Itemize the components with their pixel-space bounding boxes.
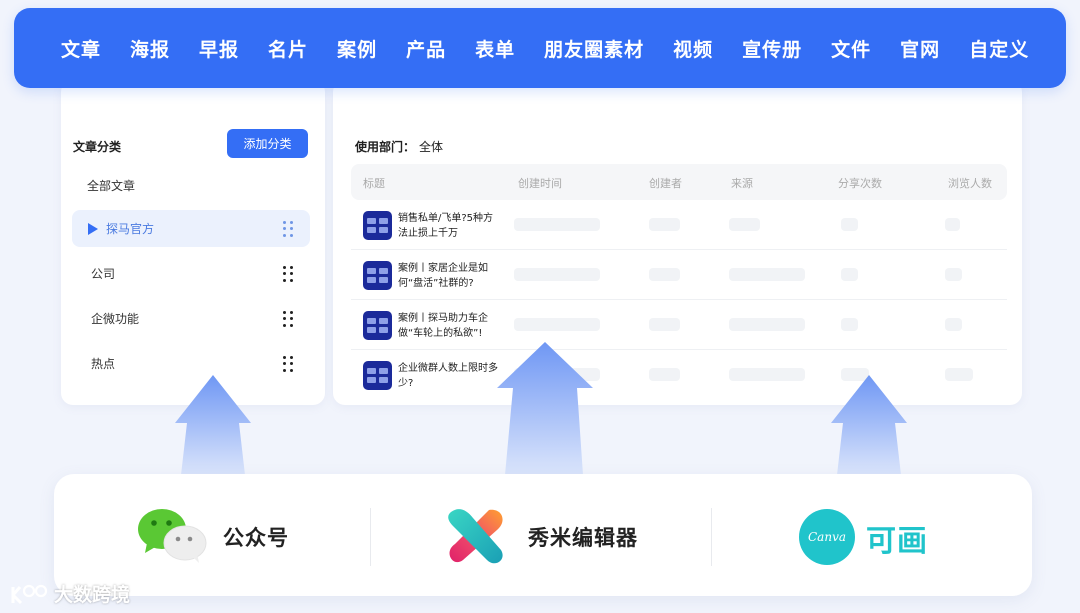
placeholder-viewers xyxy=(945,368,973,381)
nav-tab-product[interactable]: 产品 xyxy=(406,38,447,61)
placeholder-share-count xyxy=(841,268,858,281)
xiumi-logo-icon xyxy=(448,509,503,564)
drag-handle-icon[interactable] xyxy=(283,266,293,282)
column-source: 来源 xyxy=(731,177,753,190)
category-item-company[interactable]: 公司 xyxy=(72,255,310,292)
divider xyxy=(370,508,371,566)
column-viewers: 浏览人数 xyxy=(948,177,992,190)
arrow-up-icon xyxy=(831,375,907,475)
category-all-articles[interactable]: 全部文章 xyxy=(87,179,136,193)
placeholder-share-count xyxy=(841,318,858,331)
canva-label[interactable]: 可画 xyxy=(866,524,928,559)
category-label: 公司 xyxy=(91,267,116,281)
drag-handle-icon[interactable] xyxy=(283,221,293,237)
placeholder-viewers xyxy=(945,218,960,231)
placeholder-created-time xyxy=(514,268,600,281)
nav-tab-morning-report[interactable]: 早报 xyxy=(199,38,240,61)
placeholder-source xyxy=(729,318,805,331)
table-row[interactable]: 销售私单/飞单?5种方法止损上千万 xyxy=(351,200,1007,250)
department-filter: 使用部门：全体 xyxy=(355,138,443,155)
article-panel: 使用部门：全体 标题 创建时间 创建者 来源 分享次数 浏览人数 销售私单/飞单… xyxy=(333,80,1022,405)
placeholder-source xyxy=(729,268,805,281)
xiumi-editor-label[interactable]: 秀米编辑器 xyxy=(528,526,638,550)
department-label: 使用部门： xyxy=(355,140,416,154)
wechat-icon xyxy=(138,509,207,563)
column-share-count: 分享次数 xyxy=(838,177,882,190)
add-category-button[interactable]: 添加分类 xyxy=(227,129,308,158)
qa-cover-icon xyxy=(363,361,392,390)
category-label: 企微功能 xyxy=(91,312,140,326)
column-created-time: 创建时间 xyxy=(518,177,562,190)
placeholder-source xyxy=(729,218,760,231)
nav-tab-file[interactable]: 文件 xyxy=(831,38,872,61)
drag-handle-icon[interactable] xyxy=(283,311,293,327)
sales-cover-icon xyxy=(363,211,392,240)
nav-tab-brochure[interactable]: 宣传册 xyxy=(742,38,803,61)
placeholder-creator xyxy=(649,368,680,381)
row-title[interactable]: 案例丨家居企业是如何“盘活”社群的? xyxy=(398,263,488,289)
placeholder-share-count xyxy=(841,368,869,381)
category-label: 热点 xyxy=(91,357,116,371)
watermark: 大数跨境 xyxy=(10,580,130,607)
placeholder-viewers xyxy=(945,268,962,281)
drag-handle-icon[interactable] xyxy=(283,356,293,372)
canva-badge-text: Canva xyxy=(808,530,846,544)
column-creator: 创建者 xyxy=(649,177,682,190)
auto-case-cover-icon xyxy=(363,311,392,340)
category-panel: 文章分类 添加分类 全部文章 探马官方 公司 企微功能 热点 xyxy=(61,80,325,405)
divider xyxy=(711,508,712,566)
row-title[interactable]: 案例丨探马助力车企做“车轮上的私欲”! xyxy=(398,313,488,339)
category-item-tanma-official[interactable]: 探马官方 xyxy=(72,210,310,247)
arrow-up-icon xyxy=(497,342,593,475)
source-integrations: 公众号 秀米编辑器 Canva 可画 xyxy=(54,474,1032,596)
nav-tab-form[interactable]: 表单 xyxy=(475,38,516,61)
watermark-text: 大数跨境 xyxy=(54,584,131,606)
category-header: 文章分类 xyxy=(73,140,122,154)
nav-tab-moments-material[interactable]: 朋友圈素材 xyxy=(544,38,645,61)
placeholder-creator xyxy=(649,218,680,231)
canva-logo-icon: Canva xyxy=(799,509,855,565)
table-row[interactable]: 案例丨探马助力车企做“车轮上的私欲”! xyxy=(351,300,1007,350)
table-header: 标题 创建时间 创建者 来源 分享次数 浏览人数 xyxy=(351,164,1007,200)
department-value[interactable]: 全体 xyxy=(419,140,444,154)
nav-tab-business-card[interactable]: 名片 xyxy=(268,38,309,61)
caret-right-icon xyxy=(88,222,98,235)
placeholder-creator xyxy=(649,268,680,281)
category-label: 探马官方 xyxy=(106,222,155,236)
column-title: 标题 xyxy=(363,177,385,190)
arrow-up-icon xyxy=(175,375,251,475)
row-title[interactable]: 企业微群人数上限时多少? xyxy=(398,363,498,389)
placeholder-source xyxy=(729,368,805,381)
nav-tab-custom[interactable]: 自定义 xyxy=(969,38,1030,61)
nav-tab-case[interactable]: 案例 xyxy=(337,38,378,61)
top-nav: 文章 海报 早报 名片 案例 产品 表单 朋友圈素材 视频 宣传册 文件 官网 … xyxy=(14,8,1066,88)
placeholder-share-count xyxy=(841,218,858,231)
table-row[interactable]: 案例丨家居企业是如何“盘活”社群的? xyxy=(351,250,1007,300)
row-title[interactable]: 销售私单/飞单?5种方法止损上千万 xyxy=(398,213,494,239)
nav-tab-article[interactable]: 文章 xyxy=(61,38,102,61)
category-item-hot[interactable]: 热点 xyxy=(72,345,310,382)
watermark-logo-icon xyxy=(11,584,48,604)
placeholder-created-time xyxy=(514,218,600,231)
placeholder-creator xyxy=(649,318,680,331)
table-row[interactable]: 企业微群人数上限时多少? xyxy=(351,350,1007,400)
wechat-official-account-label[interactable]: 公众号 xyxy=(223,526,289,550)
nav-tab-poster[interactable]: 海报 xyxy=(130,38,171,61)
placeholder-viewers xyxy=(945,318,962,331)
nav-tab-video[interactable]: 视频 xyxy=(673,38,714,61)
placeholder-created-time xyxy=(514,318,600,331)
nav-tab-website[interactable]: 官网 xyxy=(900,38,941,61)
category-item-wecom-features[interactable]: 企微功能 xyxy=(72,300,310,337)
home-case-cover-icon xyxy=(363,261,392,290)
